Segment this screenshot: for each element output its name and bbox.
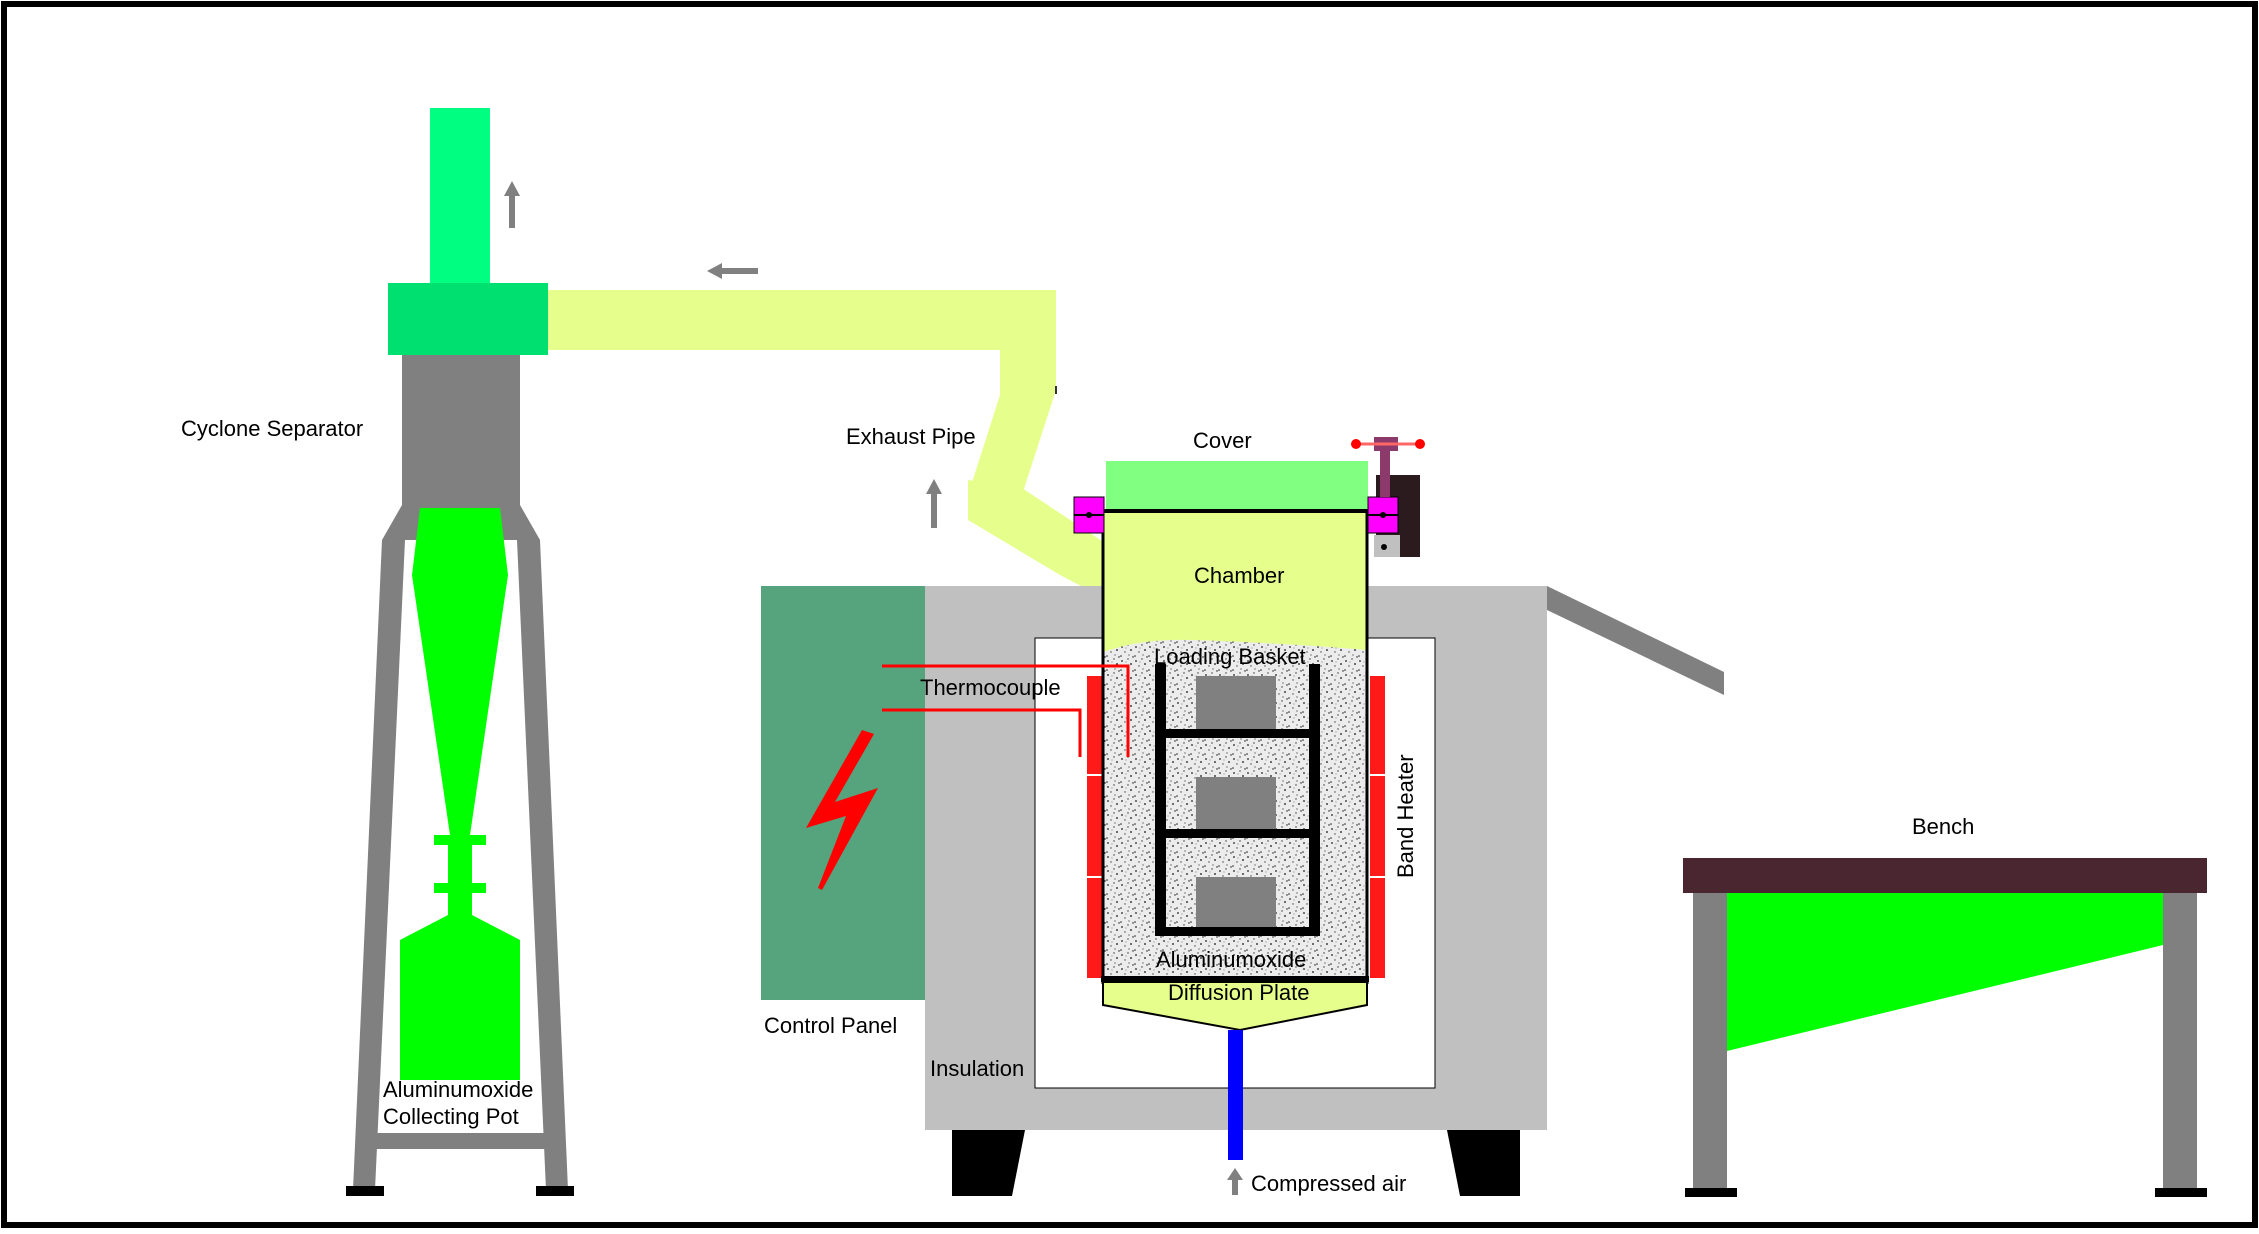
label-aluminumoxide: Aluminumoxide bbox=[1156, 947, 1306, 972]
bench-panel bbox=[1727, 893, 2163, 1051]
label-cyclone-separator: Cyclone Separator bbox=[181, 416, 363, 441]
bench-foot-left bbox=[1685, 1188, 1737, 1197]
arrow-head bbox=[1227, 1168, 1243, 1180]
cyclone-leg-left bbox=[353, 540, 405, 1190]
clamp-foot bbox=[1374, 535, 1400, 557]
arrow-head bbox=[707, 263, 722, 279]
arrow-shaft bbox=[1232, 1178, 1238, 1195]
workpiece bbox=[1196, 877, 1276, 927]
label-compressed-air: Compressed air bbox=[1251, 1171, 1406, 1196]
cyclone-foot-right bbox=[536, 1186, 574, 1196]
workpiece bbox=[1196, 777, 1276, 829]
clamp-bolt bbox=[1380, 512, 1386, 518]
bench-leg-left bbox=[1693, 893, 1727, 1190]
lightning-icon bbox=[806, 730, 878, 890]
arrow-up-icon bbox=[926, 479, 942, 528]
basket-shelf bbox=[1155, 927, 1320, 936]
exhaust-pipe-horizontal bbox=[548, 290, 1056, 350]
clamp-left bbox=[1073, 496, 1105, 534]
thermocouple-wire-lower bbox=[882, 708, 1082, 757]
cyclone-head bbox=[388, 283, 548, 355]
label-thermocouple: Thermocouple bbox=[920, 675, 1061, 700]
arrow-shaft bbox=[720, 268, 758, 274]
label-control-panel: Control Panel bbox=[764, 1013, 897, 1038]
clamp-handle-knob bbox=[1351, 439, 1361, 449]
basket-post-right bbox=[1309, 664, 1320, 936]
cover-seal bbox=[1101, 509, 1369, 513]
clamp-right bbox=[1351, 437, 1425, 557]
exhaust-pipe bbox=[548, 290, 1108, 600]
cone-flange-bottom bbox=[434, 883, 486, 893]
label-exhaust-pipe: Exhaust Pipe bbox=[846, 424, 976, 449]
chamber-freeboard bbox=[1103, 512, 1367, 652]
cyclone-separator bbox=[346, 108, 574, 1196]
arrow-up-icon bbox=[504, 181, 520, 228]
label-collecting-pot-line2: Collecting Pot bbox=[383, 1104, 519, 1129]
diffusion-plate bbox=[1102, 981, 1368, 1032]
basket-post-left bbox=[1155, 664, 1166, 936]
clamp-screw bbox=[1380, 443, 1390, 497]
bench-foot-right bbox=[2155, 1188, 2207, 1197]
arrow-left-icon bbox=[707, 263, 758, 279]
arrow-shaft bbox=[931, 492, 937, 528]
collecting-pot bbox=[400, 915, 520, 1080]
furnace-foot-left bbox=[952, 1130, 1025, 1196]
cover bbox=[1106, 461, 1368, 512]
exhaust-pipe-vertical bbox=[968, 350, 1056, 495]
label-chamber: Chamber bbox=[1194, 563, 1284, 588]
thermocouple-wire-upper bbox=[882, 664, 1130, 757]
exhaust-pipe-elbow bbox=[968, 480, 1108, 600]
cone-neck bbox=[448, 893, 472, 915]
arrow-head bbox=[926, 479, 942, 494]
control-panel bbox=[761, 586, 925, 1000]
arrow-head bbox=[504, 181, 520, 196]
loading-basket bbox=[1155, 664, 1320, 936]
label-diffusion-plate: Diffusion Plate bbox=[1168, 980, 1309, 1005]
cyclone-foot-left bbox=[346, 1186, 384, 1196]
cyclone-outlet-stack bbox=[430, 108, 490, 288]
furnace-lid-hinge-arm bbox=[1547, 586, 1724, 695]
diffusion-plate-top bbox=[1101, 976, 1369, 982]
clamp-bolt bbox=[1381, 544, 1387, 550]
cyclone-upper-body bbox=[402, 355, 520, 505]
cyclone-leg-right bbox=[517, 540, 568, 1190]
arrow-shaft bbox=[509, 194, 515, 228]
workpiece bbox=[1196, 676, 1276, 729]
label-cover: Cover bbox=[1193, 428, 1252, 453]
band-heater-right bbox=[1370, 676, 1385, 978]
band-heater bbox=[1087, 676, 1385, 978]
cyclone-cone bbox=[412, 508, 508, 835]
cyclone-base-bar bbox=[368, 1133, 554, 1149]
label-bench: Bench bbox=[1912, 814, 1974, 839]
label-collecting-pot-line1: Aluminumoxide bbox=[383, 1077, 533, 1102]
compressed-air-pipe bbox=[1228, 1030, 1243, 1160]
band-heater-left bbox=[1087, 676, 1102, 978]
cone-valve bbox=[448, 845, 472, 883]
chamber bbox=[1101, 512, 1369, 1032]
clamp-bolt bbox=[1086, 512, 1092, 518]
arrow-up-icon bbox=[1227, 1168, 1243, 1195]
label-insulation: Insulation bbox=[930, 1056, 1024, 1081]
bench-top bbox=[1683, 858, 2207, 893]
clamp-handle-knob bbox=[1415, 439, 1425, 449]
basket-shelf bbox=[1155, 729, 1320, 738]
thermocouple bbox=[882, 664, 1130, 757]
bench bbox=[1683, 858, 2207, 1197]
furnace-foot-right bbox=[1447, 1130, 1520, 1196]
label-loading-basket: Loading Basket bbox=[1154, 644, 1306, 669]
basket-shelf bbox=[1155, 829, 1320, 838]
label-band-heater: Band Heater bbox=[1393, 754, 1418, 878]
cone-flange-top bbox=[434, 835, 486, 845]
bench-leg-right bbox=[2163, 893, 2197, 1190]
